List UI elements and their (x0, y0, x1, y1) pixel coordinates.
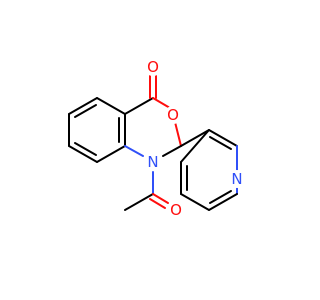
ring-oxygen-label: O (167, 106, 179, 124)
bond-pyridine-1 (208, 129, 238, 147)
ring-nitrogen-label: N (147, 153, 158, 171)
atom-labels: O O N O N (144, 58, 246, 219)
bond-benzene-6 (68, 97, 98, 115)
acetyl-oxygen-atom: O (167, 201, 185, 219)
molecule-diagram: O O N O N (68, 58, 246, 219)
carbonyl-oxygen-label: O (147, 58, 159, 76)
bond-ch-ring-nitrogen (162, 145, 182, 157)
bond-pyridine-4 (208, 193, 238, 211)
pyridine-nitrogen-label: N (231, 170, 242, 188)
bond-ring-oxygen-ch (174, 121, 182, 147)
bonds (68, 72, 238, 211)
bond-ch-pyridine (180, 129, 210, 147)
bond-acetyl-methyl (124, 193, 154, 211)
bond-benzene-1 (96, 97, 126, 115)
bond-acetyl-oxygen-b (149, 198, 166, 209)
bond-benzene-6-inner (74, 104, 97, 118)
bond-aryl-carbonyl (124, 97, 154, 115)
ring-nitrogen-atom: N (144, 153, 162, 171)
bond-pyridine-5 (180, 193, 210, 211)
acetyl-oxygen-label: O (170, 201, 182, 219)
carbonyl-oxygen-atom: O (144, 58, 162, 76)
bond-ring-nitrogen-aryl (124, 145, 144, 157)
bond-benzene-4-inner (74, 142, 97, 156)
bond-pyridine-close (180, 129, 210, 163)
bond-carbonyl-ring-oxygen (152, 97, 171, 109)
bond-benzene-3 (96, 145, 126, 163)
pyridine-nitrogen-atom: N (228, 170, 246, 188)
bond-acetyl-oxygen-a (152, 193, 169, 204)
bond-benzene-4 (68, 145, 98, 163)
bond-pyridine-4-inner (209, 190, 232, 204)
ring-oxygen-atom: O (164, 106, 182, 124)
bond-pyridine-1-inner (209, 136, 232, 150)
